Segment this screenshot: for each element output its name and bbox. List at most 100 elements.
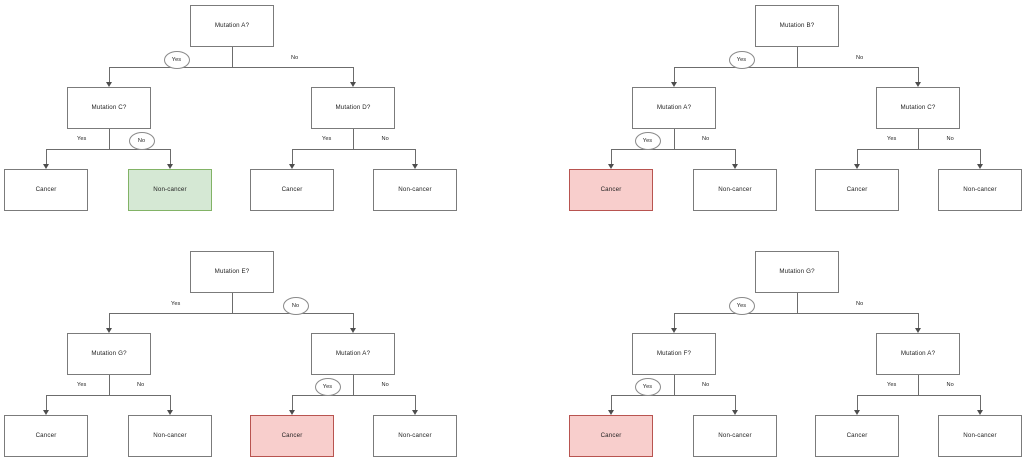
tree-4-edge-right-yes: Yes <box>886 382 898 388</box>
tree-3-e2R-dropL <box>292 395 293 411</box>
tree-3-edge-right-no: No <box>380 382 390 388</box>
tree-4-root-node[interactable]: Mutation G? <box>755 251 839 293</box>
tree-2-e2L-arrowL <box>608 164 614 169</box>
tree-3-leaf-2[interactable]: Non-cancer <box>128 415 212 457</box>
tree-1-right-node-label: Mutation D? <box>335 103 371 111</box>
tree-1-e2L-dropR <box>170 149 171 165</box>
tree-3-right-node[interactable]: Mutation A? <box>311 333 395 375</box>
tree-3-leaf-3[interactable]: Cancer <box>250 415 334 457</box>
tree-1-e2L-dropL <box>46 149 47 165</box>
tree-1-edge-root-yes: Yes <box>163 51 190 69</box>
tree-1-edge-right-no: No <box>380 136 390 142</box>
tree-1: Mutation A? Mutation C? Mutation D? Cancer N… <box>0 0 470 215</box>
tree-3-root-node[interactable]: Mutation E? <box>190 251 274 293</box>
tree-1-e1-arrowR <box>350 82 356 87</box>
tree-3-e2R-stem <box>353 375 354 395</box>
tree-1-e2R-dropR <box>415 149 416 165</box>
tree-4-leaf-1[interactable]: Cancer <box>569 415 653 457</box>
tree-4-edge-root-yes: Yes <box>728 297 755 315</box>
tree-2-leaf-1[interactable]: Cancer <box>569 169 653 211</box>
tree-4-e1-dropL <box>674 313 675 329</box>
tree-1-e1-stem <box>232 47 233 67</box>
tree-3-e1-arrowR <box>350 328 356 333</box>
tree-4-e2R-arrowL <box>854 410 860 415</box>
tree-4-e2L-arrowR <box>732 410 738 415</box>
tree-1-leaf-1[interactable]: Cancer <box>4 169 88 211</box>
tree-3-e1-dropR <box>353 313 354 329</box>
tree-4-edge-left-no: No <box>701 382 711 388</box>
tree-4-e2L-dropL <box>611 395 612 411</box>
tree-2-leaf-2[interactable]: Non-cancer <box>693 169 777 211</box>
tree-2-edge-right-yes: Yes <box>886 136 898 142</box>
tree-3-edge-right-yes: Yes <box>314 378 341 396</box>
tree-1-leaf-4-label: Non-cancer <box>398 185 432 193</box>
tree-2-leaf-3[interactable]: Cancer <box>815 169 899 211</box>
tree-4-leaf-3[interactable]: Cancer <box>815 415 899 457</box>
tree-1-e2R-bus <box>292 149 415 150</box>
tree-3-leaf-1-label: Cancer <box>35 431 57 439</box>
tree-2-leaf-4[interactable]: Non-cancer <box>938 169 1022 211</box>
tree-3-e2L-arrowR <box>167 410 173 415</box>
tree-2-root-node[interactable]: Mutation B? <box>755 5 839 47</box>
tree-3-e2L-bus <box>46 395 170 396</box>
tree-2-right-node-label: Mutation C? <box>900 103 936 111</box>
tree-2-e1-stem <box>797 47 798 67</box>
tree-1-e2R-arrowR <box>412 164 418 169</box>
tree-4-e2L-arrowL <box>608 410 614 415</box>
tree-2-e2L-arrowR <box>732 164 738 169</box>
tree-2-e1-dropL <box>674 67 675 83</box>
tree-3-e1-stem <box>232 293 233 313</box>
tree-4-e2L-stem <box>674 375 675 395</box>
tree-4-e2L-bus <box>611 395 735 396</box>
tree-1-left-node-label: Mutation C? <box>91 103 127 111</box>
tree-3-e2R-arrowL <box>289 410 295 415</box>
tree-3-e2R-bus <box>292 395 415 396</box>
tree-3-edge-left-yes: Yes <box>76 382 88 388</box>
tree-2-root-node-label: Mutation B? <box>779 21 815 29</box>
tree-2-e2R-bus <box>857 149 980 150</box>
tree-4-e1-dropR <box>918 313 919 329</box>
tree-2-edge-root-yes: Yes <box>728 51 755 69</box>
tree-4-leaf-4[interactable]: Non-cancer <box>938 415 1022 457</box>
tree-1-edge-left-no: No <box>128 132 155 150</box>
tree-4-edge-right-no: No <box>945 382 955 388</box>
tree-2: Mutation B? Mutation A? Mutation C? Cancer N… <box>565 0 1035 215</box>
tree-1-leaf-3[interactable]: Cancer <box>250 169 334 211</box>
tree-1-right-node[interactable]: Mutation D? <box>311 87 395 129</box>
tree-4-leaf-2[interactable]: Non-cancer <box>693 415 777 457</box>
tree-4-e2R-dropL <box>857 395 858 411</box>
tree-1-e2R-dropL <box>292 149 293 165</box>
tree-1-root-node[interactable]: Mutation A? <box>190 5 274 47</box>
tree-1-left-node[interactable]: Mutation C? <box>67 87 151 129</box>
tree-3-leaf-1[interactable]: Cancer <box>4 415 88 457</box>
tree-1-leaf-2[interactable]: Non-cancer <box>128 169 212 211</box>
tree-2-e2L-dropR <box>735 149 736 165</box>
tree-4-left-node[interactable]: Mutation F? <box>632 333 716 375</box>
tree-2-e2R-stem <box>918 129 919 149</box>
tree-3-left-node[interactable]: Mutation G? <box>67 333 151 375</box>
tree-1-leaf-4[interactable]: Non-cancer <box>373 169 457 211</box>
tree-2-leaf-3-label: Cancer <box>846 185 868 193</box>
tree-4-right-node[interactable]: Mutation A? <box>876 333 960 375</box>
tree-2-leaf-4-label: Non-cancer <box>963 185 997 193</box>
tree-4-e1-arrowR <box>915 328 921 333</box>
tree-2-left-node-label: Mutation A? <box>656 103 692 111</box>
tree-1-e2R-stem <box>353 129 354 149</box>
tree-1-edge-right-yes: Yes <box>321 136 333 142</box>
tree-3-e2L-dropR <box>170 395 171 411</box>
tree-4-leaf-3-label: Cancer <box>846 431 868 439</box>
tree-1-e2L-arrowR <box>167 164 173 169</box>
tree-3-leaf-4[interactable]: Non-cancer <box>373 415 457 457</box>
tree-2-edge-right-no: No <box>945 136 955 142</box>
tree-2-e1-arrowR <box>915 82 921 87</box>
tree-2-right-node[interactable]: Mutation C? <box>876 87 960 129</box>
tree-1-leaf-2-label: Non-cancer <box>153 185 187 193</box>
tree-3-e1-arrowL <box>106 328 112 333</box>
tree-2-left-node[interactable]: Mutation A? <box>632 87 716 129</box>
tree-2-edge-left-no: No <box>701 136 711 142</box>
tree-1-edge-left-yes: Yes <box>76 136 88 142</box>
tree-4-leaf-2-label: Non-cancer <box>718 431 752 439</box>
tree-2-leaf-2-label: Non-cancer <box>718 185 752 193</box>
tree-3-edge-left-no: No <box>136 382 146 388</box>
tree-4-e2R-bus <box>857 395 980 396</box>
